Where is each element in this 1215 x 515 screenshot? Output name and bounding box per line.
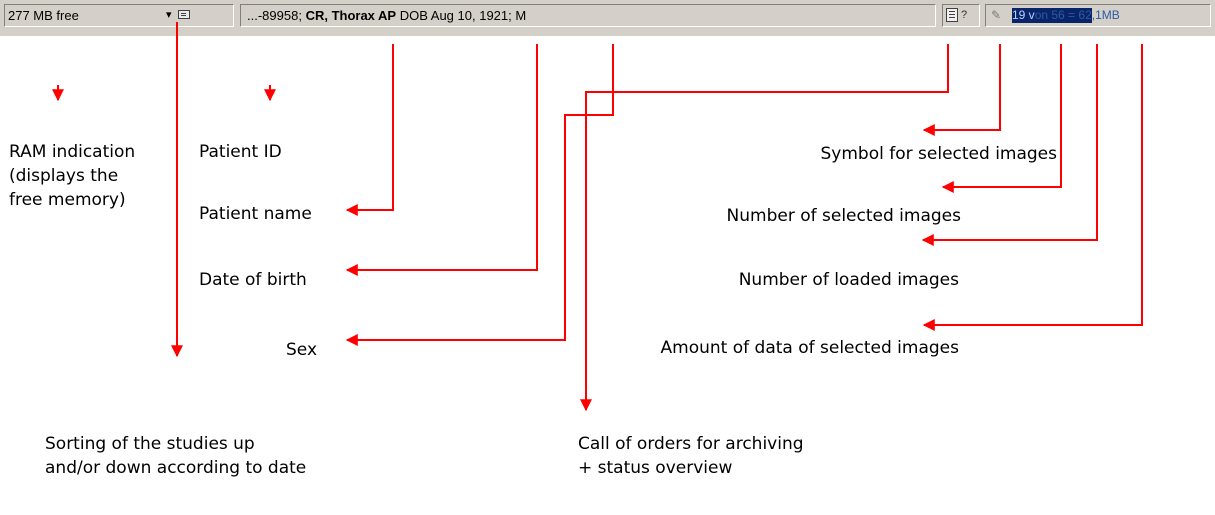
patient-sex: M xyxy=(515,8,527,23)
select-images-icon[interactable]: ✎ xyxy=(991,8,1002,22)
arrow-num-loaded xyxy=(921,44,1098,246)
image-selection-panel: ✎ 19 von 56 = 62,1MB xyxy=(985,4,1211,27)
label-sorting: Sorting of the studies up and/or down ac… xyxy=(45,432,306,480)
label-patient-id: Patient ID xyxy=(199,142,282,162)
orders-icon[interactable] xyxy=(946,8,958,22)
label-sorting-line1: Sorting of the studies up xyxy=(45,434,255,454)
ram-free-text: 277 MB free xyxy=(8,8,79,23)
arrow-data-amount xyxy=(922,44,1143,331)
ram-indicator: 277 MB free xyxy=(4,4,234,27)
label-orders-line2: + status overview xyxy=(578,458,733,478)
patient-id: ...-89958; xyxy=(247,8,302,23)
orders-question-mark: ? xyxy=(961,9,968,21)
chevron-down-icon[interactable]: ▾ xyxy=(166,9,172,21)
label-orders-line1: Call of orders for archiving xyxy=(578,434,804,454)
loaded-and-size: on 56 = 62,1MB xyxy=(1034,8,1120,22)
label-sorting-line2: and/or down according to date xyxy=(45,458,307,478)
label-ram-line2: (displays the xyxy=(9,166,119,186)
label-orders: Call of orders for archiving + status ov… xyxy=(578,432,804,480)
patient-name: CR, Thorax AP xyxy=(305,8,397,23)
arrow-dob xyxy=(345,44,538,276)
patient-info-panel: ...-89958; CR, Thorax AP DOB Aug 10, 192… xyxy=(240,4,936,27)
arrow-symbol xyxy=(922,44,1001,136)
selected-count: 19 v xyxy=(1012,8,1035,22)
arrow-orders xyxy=(580,44,949,412)
sort-studies-control[interactable]: ▾ xyxy=(166,6,232,24)
label-symbol-selected: Symbol for selected images xyxy=(820,144,1057,164)
label-ram: RAM indication (displays the free memory… xyxy=(9,140,135,212)
label-patient-name: Patient name xyxy=(199,204,312,224)
label-ram-line1: RAM indication xyxy=(9,142,136,162)
arrow-patient-name xyxy=(345,44,394,216)
label-ram-line3: free memory) xyxy=(9,190,126,210)
archive-orders-button[interactable]: ? xyxy=(942,4,980,27)
label-num-loaded: Number of loaded images xyxy=(738,270,959,290)
label-num-selected: Number of selected images xyxy=(726,206,961,226)
date-of-birth: DOB Aug 10, 1921; xyxy=(399,8,512,23)
arrow-sex xyxy=(345,44,614,346)
sort-icon[interactable] xyxy=(178,10,190,19)
selection-highlight xyxy=(1012,8,1092,23)
arrow-num-selected xyxy=(941,44,1062,193)
label-sex: Sex xyxy=(286,340,318,360)
selection-summary: 19 von 56 = 62,1MB xyxy=(1012,5,1192,26)
label-dob: Date of birth xyxy=(199,270,307,290)
label-data-amount: Amount of data of selected images xyxy=(660,338,959,358)
status-bar: 277 MB free ▾ ...-89958; CR, Thorax AP D… xyxy=(0,0,1215,36)
